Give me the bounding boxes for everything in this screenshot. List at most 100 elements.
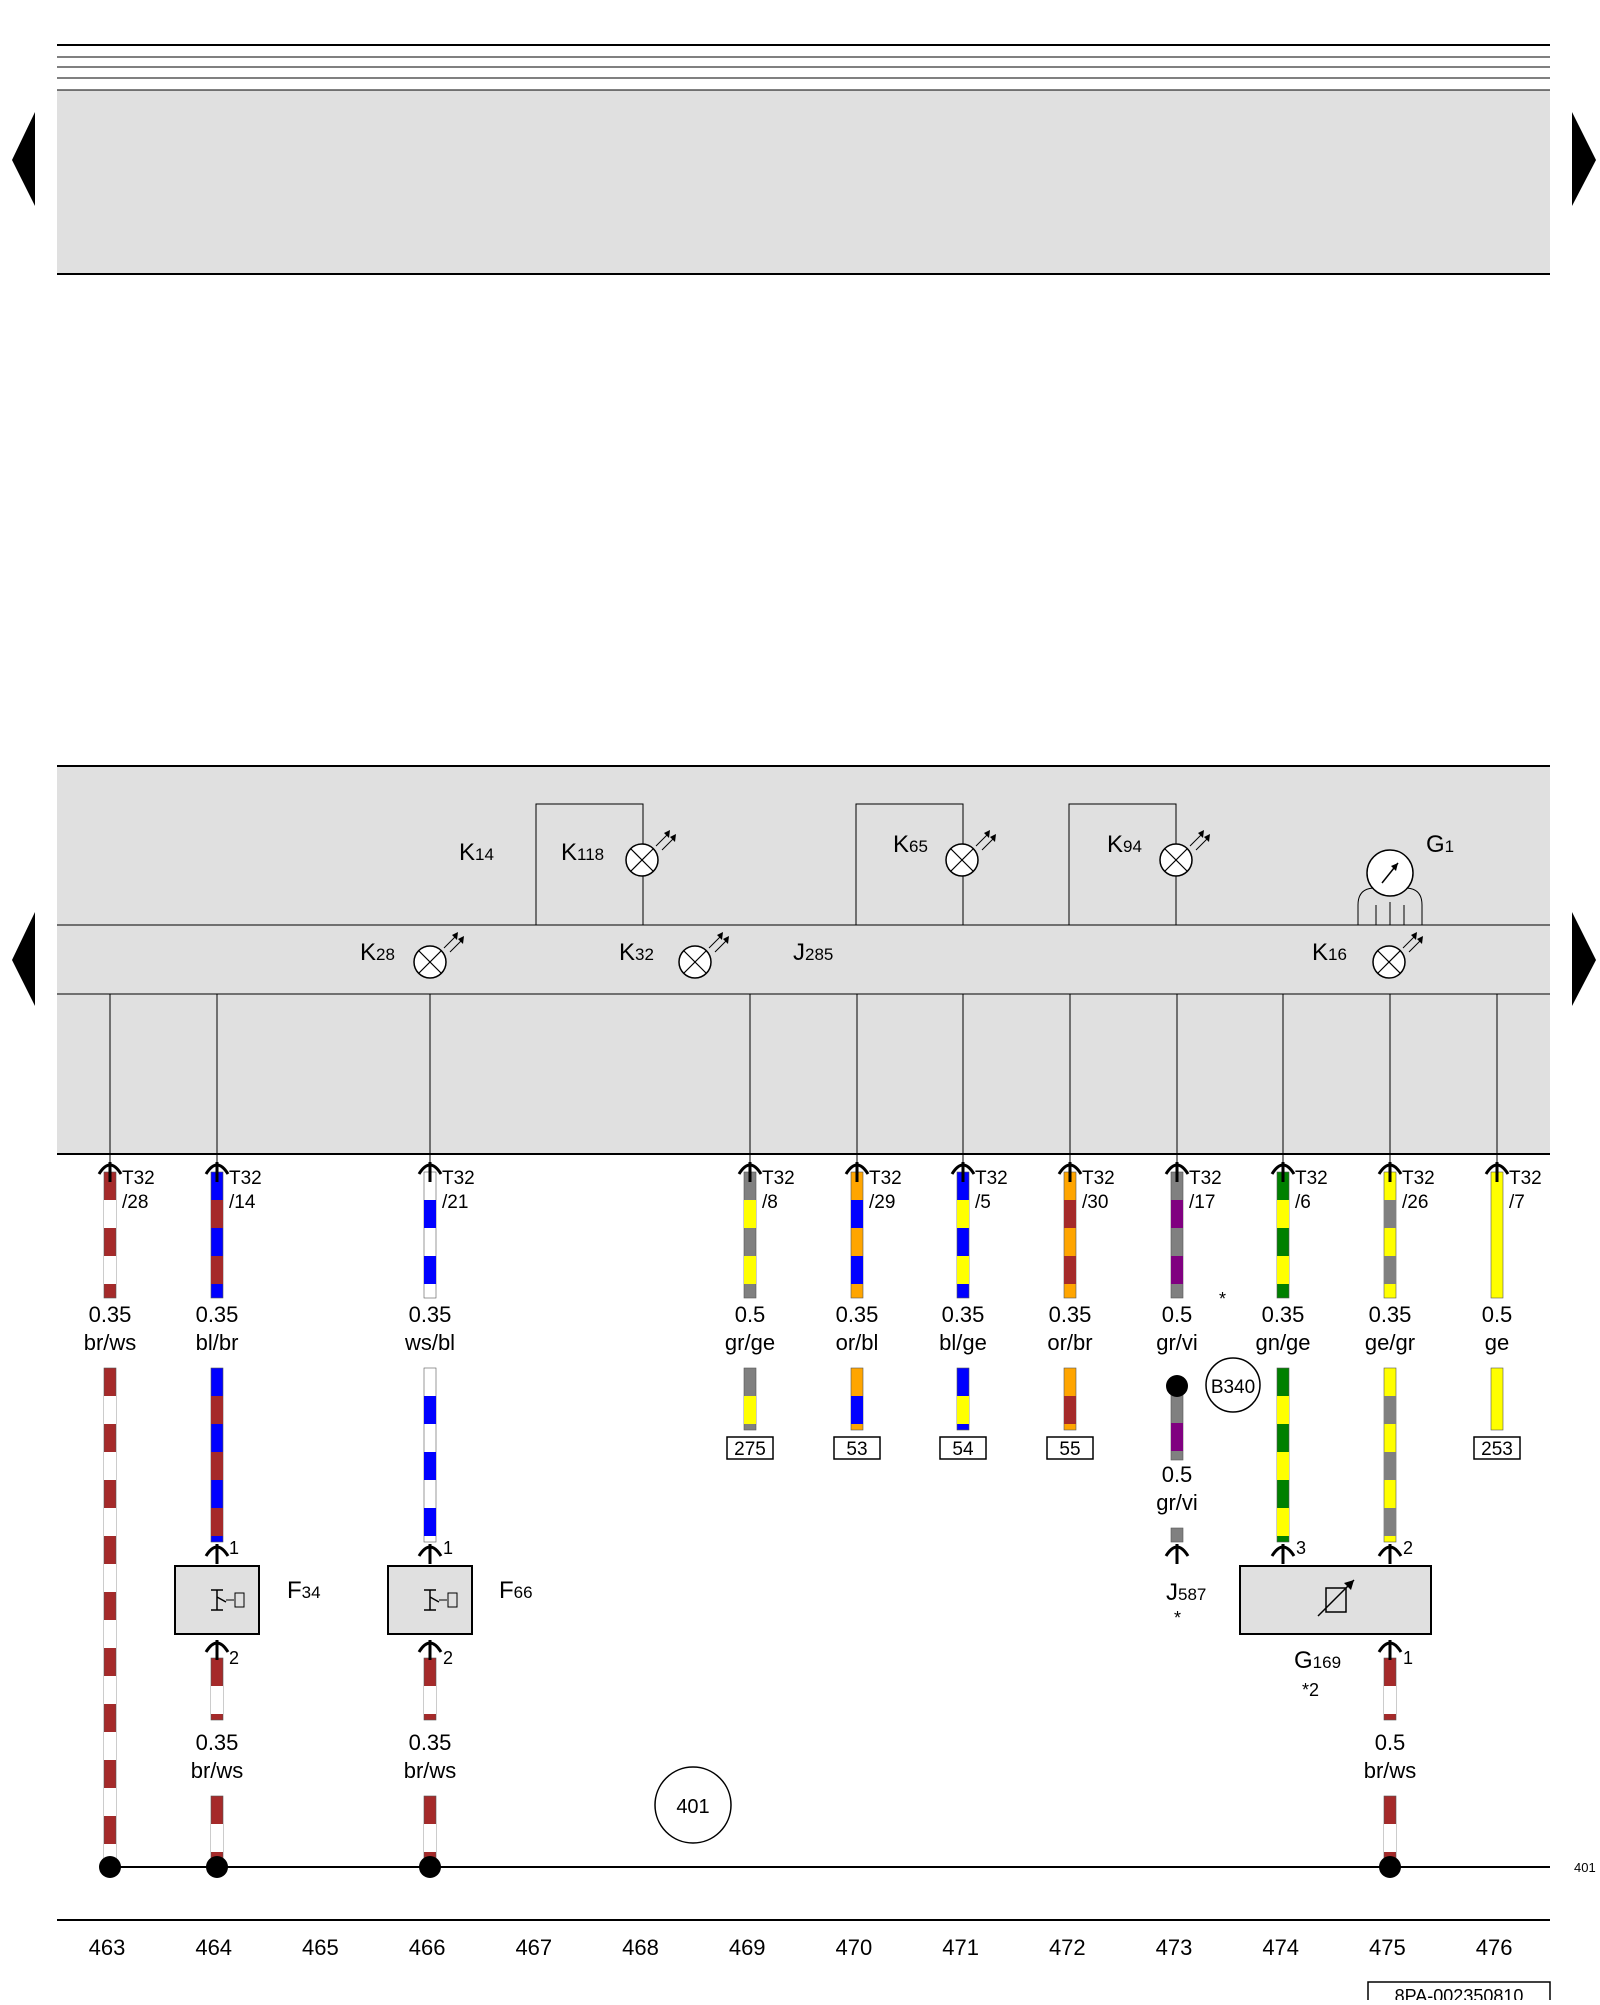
- wire-2: [423, 1171, 437, 1299]
- svg-text:401: 401: [676, 1796, 709, 1818]
- pin-number-2: 1: [443, 1538, 453, 1558]
- doc-code-box: 8PA-002350810: [1367, 1981, 1551, 2005]
- label-f66: F66: [499, 1577, 533, 1604]
- connector-c26-label: T32: [1402, 1168, 1435, 1189]
- wire-color-1: bl/br: [196, 1330, 239, 1355]
- wire-0: [103, 1171, 117, 1299]
- wire-7: [1170, 1171, 1184, 1299]
- ref-box-0: 275: [726, 1436, 774, 1460]
- wire-11-stripe: [104, 1788, 116, 1816]
- wire-11-stripe: [104, 1676, 116, 1704]
- next-page-top-icon[interactable]: [1572, 112, 1596, 206]
- wire-22-stripe: [1384, 1396, 1396, 1424]
- sensor-g169: G169: [1239, 1565, 1432, 1674]
- ref-box-frame-2: [939, 1436, 987, 1460]
- lamp-k16-arrow-a: [1411, 932, 1417, 940]
- wire-6-stripe: [1064, 1256, 1076, 1284]
- wire-texts: T32/28T32/14T32/21T32/8T32/29T32/5T32/30…: [84, 1168, 1542, 1878]
- wire-7-stripe: [1171, 1200, 1183, 1228]
- lamp-k28: [413, 932, 464, 979]
- wire-color-13: br/ws: [404, 1758, 457, 1783]
- ref-box-frame-4: [1473, 1436, 1521, 1460]
- wire-7-stripe: [1171, 1256, 1183, 1284]
- wire-10-base: [1490, 1171, 1504, 1299]
- wire-13-stripe: [424, 1508, 436, 1536]
- lamp-k94-ray-b: [1195, 837, 1209, 851]
- ref-box-frame-3: [1046, 1436, 1094, 1460]
- pin-plug-top-3: [1270, 1544, 1296, 1564]
- switch-f34: F34: [174, 1565, 321, 1635]
- lamp-k65-arrow-b: [990, 834, 996, 842]
- lamp-k16-cross-b: [1377, 950, 1401, 974]
- wire-size-6: 0.35: [1049, 1302, 1092, 1327]
- wire-22-stripe: [1384, 1508, 1396, 1536]
- next-page-bottom-icon[interactable]: [1572, 912, 1596, 1006]
- asterisk-3: *2: [1302, 1680, 1319, 1700]
- svg-text:8PA-002350810: 8PA-002350810: [1395, 1986, 1524, 2000]
- wire-size-12: 0.35: [196, 1730, 239, 1755]
- lamp-k28-arrow-a: [452, 932, 458, 940]
- prev-page-bottom-icon[interactable]: [12, 912, 35, 1006]
- wire-13-stripe: [424, 1396, 436, 1424]
- wire-color-14: br/ws: [1364, 1758, 1417, 1783]
- ground-node-2: [419, 1856, 441, 1878]
- wire-19: [1170, 1394, 1184, 1461]
- wire-26-stripe: [211, 1824, 223, 1852]
- header-panel: [57, 44, 1550, 275]
- wire-color-8: gn/ge: [1255, 1330, 1310, 1355]
- instrument-panel: [57, 765, 1550, 1155]
- asterisk-1: *: [1219, 1289, 1226, 1309]
- ref-box-frame-0: [726, 1436, 774, 1460]
- lamp-k94-ray-a: [1189, 833, 1203, 847]
- connector-c8-label: T32: [762, 1168, 795, 1189]
- wire-23-stripe: [211, 1686, 223, 1714]
- connector-c28-label: T32: [122, 1168, 155, 1189]
- wire-color-12: br/ws: [191, 1758, 244, 1783]
- ref-box-label-2: 54: [952, 1439, 974, 1460]
- connector-plug-8: [1270, 1162, 1296, 1182]
- wire-color-7: gr/vi: [1156, 1330, 1198, 1355]
- wire-11-stripe: [104, 1844, 116, 1860]
- column-number-464: 464: [195, 1935, 232, 1960]
- wire-16-stripe: [957, 1396, 969, 1424]
- column-number-473: 473: [1156, 1935, 1193, 1960]
- lamp-k32-ray-a: [708, 935, 722, 949]
- wire-20-base: [1170, 1527, 1184, 1543]
- wire-8-stripe: [1277, 1200, 1289, 1228]
- ground-ref-label: 401: [1574, 1860, 1596, 1875]
- wire-1: [210, 1171, 224, 1299]
- gauge-g1: [1357, 849, 1423, 925]
- wire-size-11: 0.5: [1162, 1462, 1193, 1487]
- wire-0-stripe: [104, 1256, 116, 1284]
- wire-color-4: or/bl: [836, 1330, 879, 1355]
- wire-color-10: ge: [1485, 1330, 1509, 1355]
- ref-box-2: 54: [939, 1436, 987, 1460]
- wire-2-stripe: [424, 1256, 436, 1284]
- lamp-k65-arrow-a: [984, 830, 990, 838]
- wire-12-stripe: [211, 1452, 223, 1480]
- lamp-k118: [625, 830, 676, 877]
- ref-box-label-0: 275: [734, 1439, 766, 1460]
- connector-c8-pin: /8: [762, 1192, 778, 1213]
- connector-c21-label: T32: [442, 1168, 475, 1189]
- ground-bus: 401 401: [110, 1766, 1596, 1875]
- b340-circle: B340: [1205, 1357, 1261, 1413]
- connector-c26-pin: /26: [1402, 1192, 1428, 1213]
- label-k16: K16: [1312, 939, 1347, 966]
- wire-21: [1276, 1367, 1290, 1543]
- wire-12-stripe: [211, 1508, 223, 1536]
- wire-16: [956, 1367, 970, 1431]
- pin-number-1: 2: [229, 1648, 239, 1668]
- prev-page-top-icon[interactable]: [12, 112, 35, 206]
- pin-plug-bottom-0: [204, 1640, 230, 1660]
- lamp-k28-cross-b: [418, 950, 442, 974]
- ground-circle: 401: [654, 1766, 732, 1844]
- wire-11: [103, 1367, 117, 1861]
- connector-plug-4: [844, 1162, 870, 1182]
- connector-plug-6: [1057, 1162, 1083, 1182]
- wire-15: [850, 1367, 864, 1431]
- lamp-k16-ray-a: [1402, 935, 1416, 949]
- connector-c6-label: T32: [1295, 1168, 1328, 1189]
- wire-size-0: 0.35: [89, 1302, 132, 1327]
- lamp-k94-cross-b: [1164, 848, 1188, 872]
